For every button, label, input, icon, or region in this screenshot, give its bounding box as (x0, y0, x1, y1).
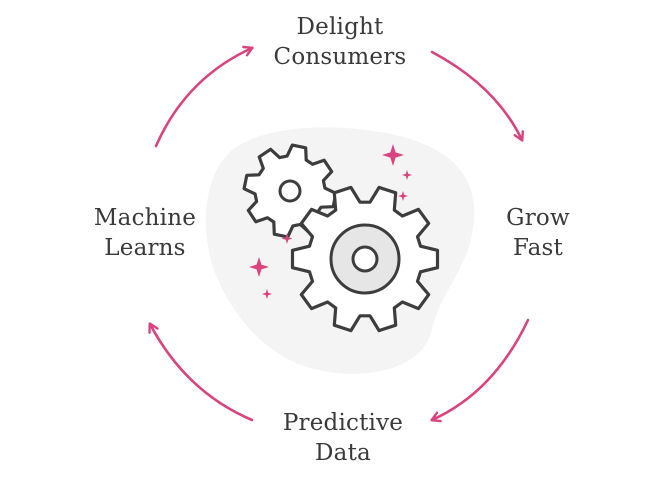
sparkles (249, 144, 412, 299)
stage-label-line: Data (315, 440, 371, 466)
stage-label-grow-fast: Grow Fast (478, 203, 598, 263)
sparkle-icon (402, 170, 412, 180)
sparkle-icon (281, 233, 293, 244)
gear-hole (278, 179, 302, 203)
stage-label-delight-consumers: Delight Consumers (255, 12, 425, 72)
arrow-top-to-right (430, 50, 524, 142)
gear-hole (351, 245, 379, 273)
sparkle-icon (398, 191, 408, 201)
arrow-bottom-to-left (148, 322, 254, 422)
sparkle-icon (262, 289, 272, 299)
sparkle-icon (382, 144, 404, 166)
large-gear-icon (290, 185, 440, 333)
arrow-right-to-bottom (430, 318, 530, 423)
stage-label-line: Grow (506, 205, 570, 231)
arrow-left-to-top (154, 45, 254, 148)
stage-label-machine-learns: Machine Learns (70, 203, 220, 263)
stage-label-line: Machine (93, 205, 197, 231)
stage-label-line: Learns (104, 235, 186, 261)
stage-label-line: Fast (513, 235, 563, 261)
gears-icon (242, 143, 440, 333)
stage-label-line: Consumers (273, 44, 407, 70)
stage-label-predictive-data: Predictive Data (258, 408, 428, 468)
sparkle-icon (249, 257, 269, 277)
stage-label-line: Predictive (282, 410, 404, 436)
stage-label-line: Delight (296, 14, 384, 40)
